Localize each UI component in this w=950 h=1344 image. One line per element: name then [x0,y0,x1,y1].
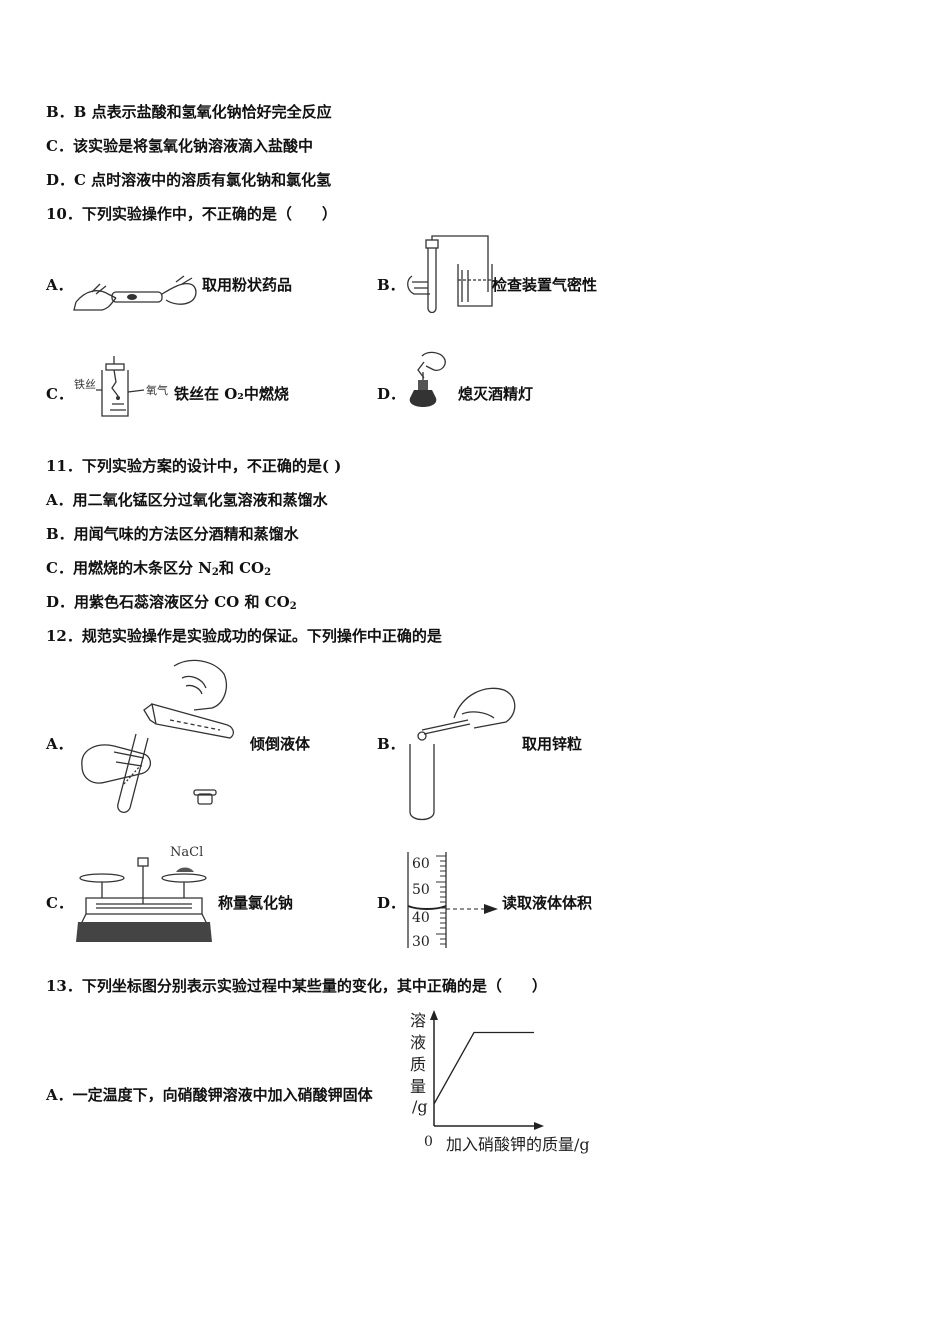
q11-stem: 11．下列实验方案的设计中，不正确的是( ) [46,457,342,475]
y-axis-arrow [430,1010,438,1020]
q11-option-d: D．用紫色石蕊溶液区分 CO 和 CO2 [46,593,297,612]
q12-a-pour-liquid-sketch [81,659,235,814]
q12-option-b-caption: 取用锌粒 [522,735,583,753]
origin-label: 0 [424,1134,433,1150]
q12-c-nacl-label: NaCl [170,845,203,860]
series-line [433,1031,534,1105]
q10-option-c-label: C． [46,385,73,403]
q12-option-c-caption: 称量氯化钠 [218,894,294,912]
q10-option-b-caption: 检查装置气密性 [492,276,598,294]
q10-option-d-caption: 熄灭酒精灯 [458,385,534,403]
q13-stem: 13．下列坐标图分别表示实验过程中某些量的变化，其中正确的是（ ） [46,977,547,995]
q12-d-tick-50: 50 [412,882,430,898]
q12-c-balance-sketch: NaCl [76,845,212,942]
q13-option-a: A．一定温度下，向硝酸钾溶液中加入硝酸钾固体 [46,1086,373,1104]
q10-d-alcohol-lamp-sketch [409,351,446,407]
q9-option-d: D．C 点时溶液中的溶质有氯化钠和氯化氢 [46,171,332,189]
q11-option-a: A．用二氧化锰区分过氧化氢溶液和蒸馏水 [46,491,328,509]
chart-series [433,1031,534,1105]
q9-option-c: C．该实验是将氢氧化钠溶液滴入盐酸中 [46,137,313,155]
q12-option-b-label: B． [377,735,405,753]
q11-option-b: B．用闻气味的方法区分酒精和蒸馏水 [46,525,299,543]
q9-option-b: B．B 点表示盐酸和氢氧化钠恰好完全反应 [46,103,332,121]
q10-option-b-label: B． [377,276,405,294]
q10-option-a-caption: 取用粉状药品 [202,276,293,294]
q12-d-tick-40: 40 [412,910,430,926]
q12-stem: 12．规范实验操作是实验成功的保证。下列操作中正确的是 [46,627,442,645]
q10-option-d-label: D． [377,385,406,403]
q12-option-d-label: D． [377,894,406,912]
q12-d-tick-30: 30 [412,934,430,950]
x-axis-arrow [534,1122,544,1130]
q10-c-iron-wire-sketch: 铁丝 氧气 [74,356,168,417]
x-axis-label: 加入硝酸钾的质量/g [446,1135,590,1154]
q12-b-zinc-pellet-sketch [409,687,516,821]
y-axis-label-char: 溶 [410,1011,426,1030]
q10-a-powder-sketch [73,275,197,311]
q10-stem: 10．下列实验操作中，不正确的是（ ） [46,205,337,223]
q10-b-airtight-sketch [407,235,493,314]
q13-a-line-chart: 溶 液 质 量 /g 0 加入硝酸钾的质量/g [410,1010,590,1154]
q12-option-c-label: C． [46,894,73,912]
q10-option-a-label: A． [46,276,73,294]
q12-d-cylinder-sketch: 60 50 40 30 [407,852,498,950]
q10-c-iron-label: 铁丝 [74,378,96,391]
y-axis-label-char: 液 [410,1033,426,1052]
q12-option-d-caption: 读取液体体积 [502,894,593,912]
y-axis-label-char: 量 [410,1077,426,1096]
q12-option-a-caption: 倾倒液体 [250,735,311,753]
y-axis-label-char: /g [412,1097,428,1116]
q12-d-tick-60: 60 [412,856,430,872]
q11-option-c: C．用燃烧的木条区分 N2和 CO2 [46,559,272,578]
y-axis-label-char: 质 [410,1055,426,1074]
q10-c-oxygen-label: 氧气 [146,383,168,397]
q10-option-c-caption: 铁丝在 O₂中燃烧 [174,385,289,403]
q12-option-a-label: A． [46,735,73,753]
